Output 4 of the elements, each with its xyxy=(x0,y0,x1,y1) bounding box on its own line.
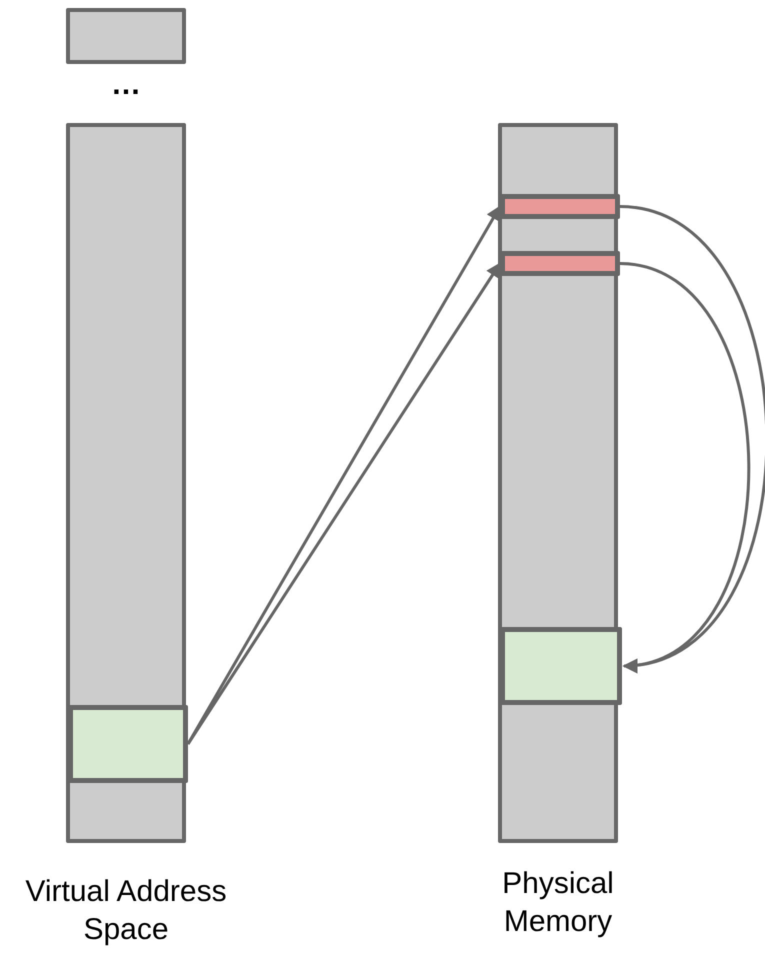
column-label: Physical Memory xyxy=(501,866,615,940)
column-label: Virtual Address Space xyxy=(24,874,228,948)
ellipsis-text: … xyxy=(110,70,142,100)
arrow xyxy=(620,262,750,671)
